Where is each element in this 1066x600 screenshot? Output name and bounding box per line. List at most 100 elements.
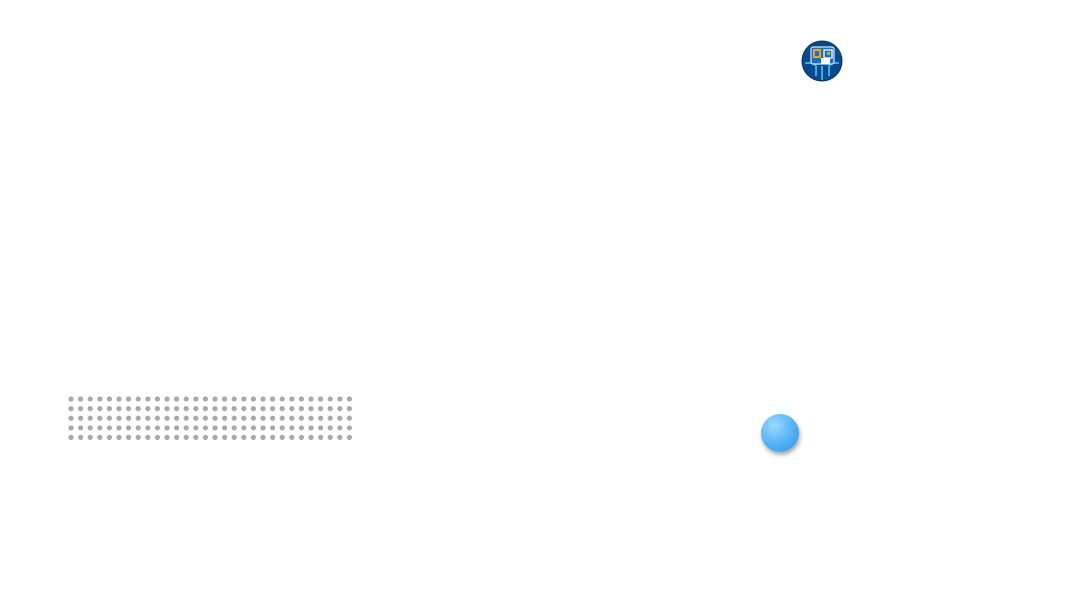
pattern-dot bbox=[174, 406, 180, 412]
pattern-dot bbox=[241, 415, 247, 421]
pattern-dot bbox=[231, 396, 237, 402]
pattern-dot bbox=[68, 434, 74, 440]
pattern-dot bbox=[346, 434, 352, 440]
pattern-dot bbox=[231, 434, 237, 440]
pattern-dot bbox=[250, 396, 256, 402]
pattern-dot bbox=[193, 425, 199, 431]
pattern-dot bbox=[174, 396, 180, 402]
pattern-dot bbox=[318, 425, 324, 431]
pattern-dot bbox=[193, 396, 199, 402]
remote-desktop-icon bbox=[801, 40, 843, 82]
pattern-dot bbox=[222, 406, 228, 412]
pattern-dot bbox=[308, 406, 314, 412]
pattern-dot bbox=[97, 425, 103, 431]
pattern-dot bbox=[260, 406, 266, 412]
pattern-dot bbox=[126, 434, 132, 440]
pattern-dot bbox=[87, 396, 93, 402]
pattern-dot bbox=[68, 415, 74, 421]
pattern-dot bbox=[279, 396, 285, 402]
pattern-dot bbox=[222, 415, 228, 421]
pattern-dot bbox=[126, 415, 132, 421]
pattern-dot bbox=[202, 425, 208, 431]
pattern-dot bbox=[193, 434, 199, 440]
pattern-dot bbox=[270, 415, 276, 421]
pattern-dot bbox=[250, 415, 256, 421]
pattern-dot bbox=[174, 434, 180, 440]
pattern-dot bbox=[308, 415, 314, 421]
pattern-dot bbox=[164, 425, 170, 431]
pattern-dot bbox=[298, 415, 304, 421]
pattern-dot bbox=[145, 434, 151, 440]
pattern-dot bbox=[106, 415, 112, 421]
pattern-dot bbox=[106, 396, 112, 402]
pattern-dot bbox=[106, 406, 112, 412]
pattern-dot bbox=[97, 415, 103, 421]
pattern-dot bbox=[270, 406, 276, 412]
pattern-dot bbox=[327, 396, 333, 402]
pattern-dot bbox=[270, 434, 276, 440]
pattern-dot bbox=[289, 415, 295, 421]
pattern-dot bbox=[193, 415, 199, 421]
pattern-dot bbox=[289, 434, 295, 440]
pattern-dot bbox=[298, 434, 304, 440]
pattern-dot bbox=[260, 415, 266, 421]
pattern-dot bbox=[164, 396, 170, 402]
pattern-dot bbox=[183, 406, 189, 412]
pattern-dot bbox=[126, 425, 132, 431]
pattern-dot bbox=[193, 406, 199, 412]
decorative-ball bbox=[761, 414, 799, 452]
pattern-dot bbox=[135, 396, 141, 402]
pattern-dot bbox=[174, 425, 180, 431]
pattern-dot bbox=[346, 415, 352, 421]
pattern-dot bbox=[231, 425, 237, 431]
pattern-dot bbox=[346, 396, 352, 402]
pattern-dot bbox=[279, 406, 285, 412]
pattern-dot bbox=[145, 406, 151, 412]
pattern-dot bbox=[78, 396, 84, 402]
pattern-dot bbox=[135, 425, 141, 431]
pattern-dot bbox=[241, 425, 247, 431]
pattern-dot bbox=[97, 434, 103, 440]
pattern-dot bbox=[212, 396, 218, 402]
pattern-dot bbox=[87, 425, 93, 431]
pattern-dot bbox=[183, 425, 189, 431]
pattern-dot bbox=[318, 406, 324, 412]
pattern-dot bbox=[337, 434, 343, 440]
pattern-dot bbox=[298, 396, 304, 402]
pattern-dot bbox=[78, 415, 84, 421]
pattern-dot bbox=[116, 425, 122, 431]
pattern-dot bbox=[68, 406, 74, 412]
pattern-dot bbox=[260, 425, 266, 431]
pattern-dot bbox=[116, 406, 122, 412]
pattern-dot bbox=[154, 406, 160, 412]
pattern-dot bbox=[116, 396, 122, 402]
pattern-dot bbox=[154, 434, 160, 440]
pattern-dot bbox=[241, 434, 247, 440]
pattern-dot bbox=[106, 425, 112, 431]
pattern-dot bbox=[318, 415, 324, 421]
pattern-dot bbox=[183, 434, 189, 440]
pattern-dot bbox=[116, 434, 122, 440]
pattern-dot bbox=[145, 425, 151, 431]
pattern-dot bbox=[87, 415, 93, 421]
pattern-dot bbox=[250, 406, 256, 412]
pattern-dot bbox=[346, 406, 352, 412]
pattern-dot bbox=[327, 406, 333, 412]
pattern-dot bbox=[250, 434, 256, 440]
pattern-dot bbox=[126, 406, 132, 412]
pattern-dot bbox=[279, 425, 285, 431]
pattern-dot bbox=[327, 425, 333, 431]
pattern-dot bbox=[183, 396, 189, 402]
pattern-dot bbox=[270, 396, 276, 402]
pattern-dot bbox=[212, 434, 218, 440]
pattern-dot bbox=[337, 396, 343, 402]
pattern-dot bbox=[164, 415, 170, 421]
pattern-dot bbox=[154, 415, 160, 421]
pattern-dot bbox=[183, 415, 189, 421]
pattern-dot bbox=[231, 415, 237, 421]
pattern-dot bbox=[97, 396, 103, 402]
pattern-dot bbox=[337, 415, 343, 421]
pattern-dot bbox=[145, 396, 151, 402]
pattern-dot bbox=[298, 406, 304, 412]
pattern-dot bbox=[308, 434, 314, 440]
